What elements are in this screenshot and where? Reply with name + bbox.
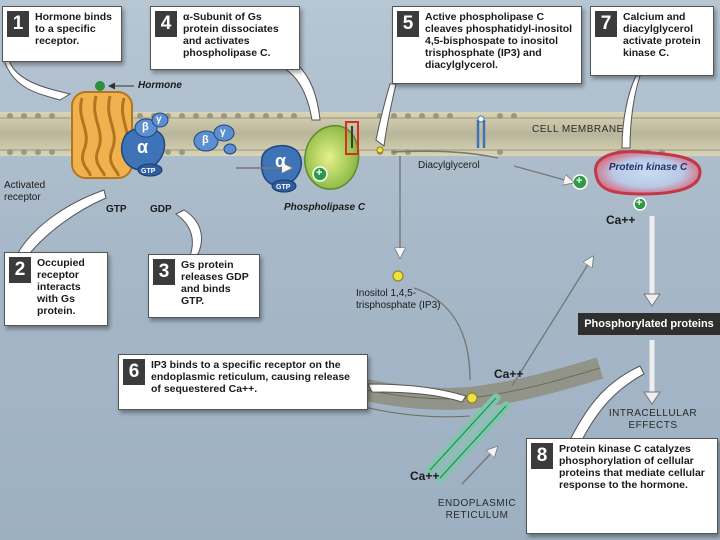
gtp-bound-label: GTP: [141, 168, 156, 175]
callout-pointers: [3, 45, 645, 445]
callout-step-8: 8 Protein kinase C catalyzes phosphoryla…: [526, 438, 718, 534]
plus-label: +: [576, 175, 583, 187]
step-number: 2: [9, 257, 31, 283]
beta-label: β: [142, 121, 149, 133]
step-text: α-Subunit of Gs protein dissociates and …: [183, 11, 279, 59]
diacylglycerol-icon: [476, 115, 486, 148]
callout-step-5: 5 Active phospholipase C cleaves phospha…: [392, 6, 582, 84]
ip3-bound-icon: [466, 392, 478, 404]
gamma-label: γ: [220, 127, 226, 138]
callout-step-7: 7 Calcium and diacylglycerol activate pr…: [590, 6, 714, 76]
plus-label: +: [636, 197, 643, 209]
hormone-icon: [95, 81, 105, 91]
endoplasmic-reticulum-label: ENDOPLASMIC RETICULUM: [437, 498, 517, 521]
plus-icon: [312, 166, 328, 182]
step-text: Protein kinase C catalyzes phosphorylati…: [559, 443, 705, 491]
alpha-label: α: [137, 137, 149, 157]
gtp-bound-label: GTP: [276, 184, 291, 191]
calcium-label: Ca++: [494, 367, 524, 381]
calcium-label: Ca++: [606, 213, 636, 227]
plus-label: +: [316, 167, 323, 179]
phosphorylated-proteins-box: Phosphorylated proteins: [578, 313, 720, 335]
phospholipase-c-label: Phospholipase C: [284, 202, 366, 213]
step-text: IP3 binds to a specific receptor on the …: [151, 359, 350, 395]
beta-gamma-subunits-icon: [193, 124, 237, 155]
step-number: 8: [531, 443, 553, 469]
activated-receptor-label: Activated receptor: [4, 180, 46, 203]
flow-arrows: [236, 150, 592, 485]
cell-membrane-label: CELL MEMBRANE: [532, 124, 624, 135]
step-number: 4: [155, 11, 177, 37]
gamma-label: γ: [156, 114, 162, 125]
step-number: 5: [397, 11, 419, 37]
receptor-icon: [71, 91, 133, 179]
step-number: 3: [153, 259, 175, 285]
step-number: 1: [7, 11, 29, 37]
step-text: Calcium and diacylglycerol activate prot…: [623, 11, 701, 59]
hormone-label: Hormone: [138, 80, 182, 91]
gdp-label: GDP: [150, 204, 172, 215]
callout-step-2: 2 Occupied receptor interacts with Gs pr…: [4, 252, 108, 326]
gtp-label: GTP: [106, 204, 127, 215]
pip2-highlight-icon: [345, 121, 359, 155]
step-text: Hormone binds to a specific receptor.: [35, 11, 113, 47]
protein-kinase-c-icon: [594, 150, 702, 196]
callout-step-1: 1 Hormone binds to a specific receptor.: [2, 6, 122, 62]
step-number: 6: [123, 359, 145, 385]
diacylglycerol-label: Diacylglycerol: [418, 160, 480, 171]
step-text: Active phospholipase C cleaves phosphati…: [425, 11, 573, 71]
g-protein-complex-icon: [120, 112, 169, 177]
plus-icon: [633, 197, 647, 211]
alpha-label: α: [275, 151, 287, 171]
calcium-label: Ca++: [410, 469, 440, 483]
protein-kinase-c-label: Protein kinase C: [608, 162, 688, 173]
step-number: 7: [595, 11, 617, 37]
hollow-arrows: [643, 216, 661, 405]
callout-step-6: 6 IP3 binds to a specific receptor on th…: [118, 354, 368, 410]
step-text: Occupied receptor interacts with Gs prot…: [37, 257, 85, 317]
step-text: Gs protein releases GDP and binds GTP.: [181, 259, 249, 307]
ip3-label: Inositol 1,4,5-trisphosphate (IP3): [356, 288, 441, 311]
ip3-molecule-icon: [392, 270, 404, 282]
alpha-subunit-icon: [260, 145, 303, 193]
callout-step-4: 4 α-Subunit of Gs protein dissociates an…: [150, 6, 300, 70]
callout-step-3: 3 Gs protein releases GDP and binds GTP.: [148, 254, 260, 318]
intracellular-effects-label: INTRACELLULAR EFFECTS: [608, 408, 698, 431]
beta-label: β: [202, 134, 209, 146]
